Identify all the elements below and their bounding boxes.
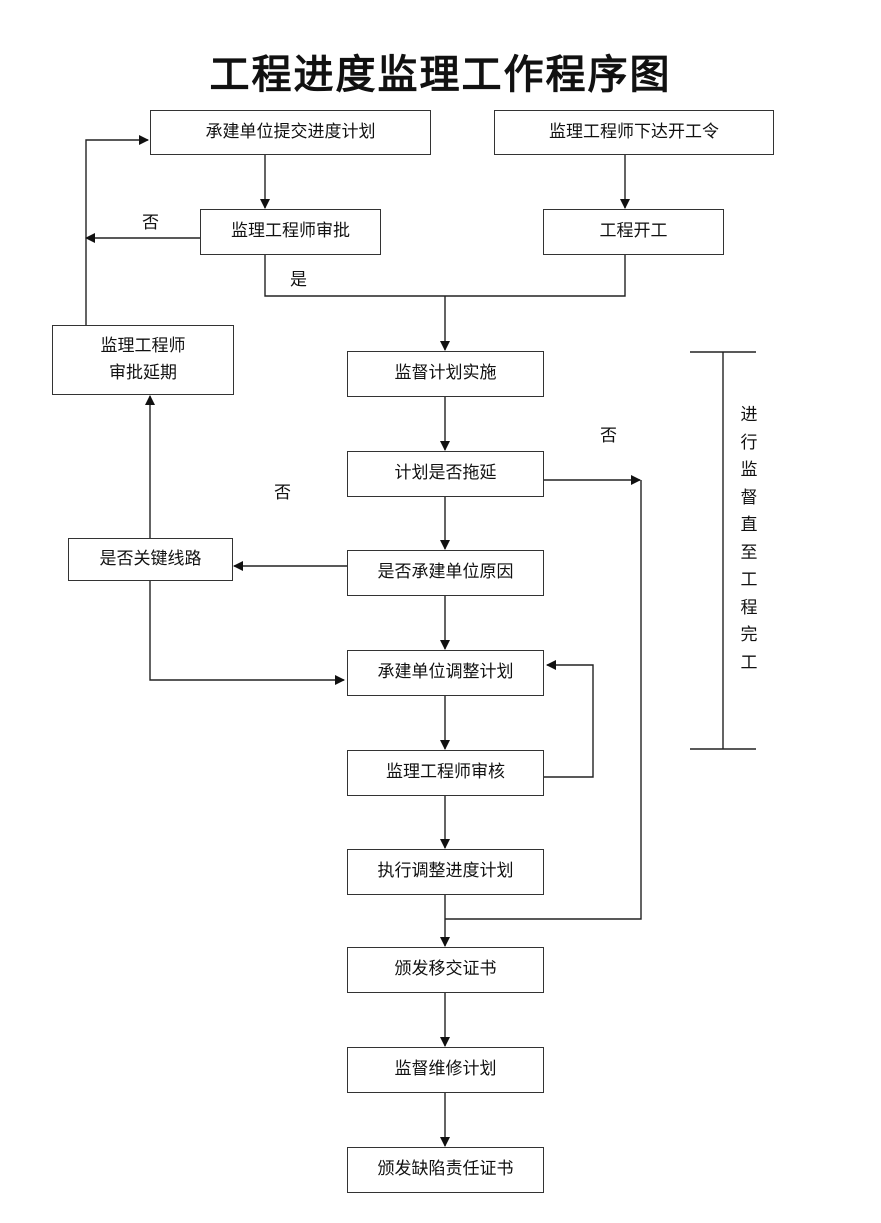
side-note-char: 工	[740, 652, 758, 673]
side-note-char: 督	[740, 487, 758, 508]
node-execute-adjusted: 执行调整进度计划	[347, 849, 544, 895]
line-right-return	[445, 480, 642, 920]
side-note-char: 工	[740, 570, 758, 590]
node-issue-defect-cert: 颁发缺陷责任证书	[347, 1147, 544, 1193]
node-contractor-adjust: 承建单位调整计划	[347, 650, 544, 696]
side-note-char: 行	[740, 432, 758, 453]
node-plan-delayed: 计划是否拖延	[347, 451, 544, 497]
node-supervise-maintenance: 监督维修计划	[347, 1047, 544, 1093]
arrow-extension-to-submit	[85, 135, 149, 325]
side-note-char: 进	[740, 405, 758, 425]
side-note-char: 监	[740, 460, 758, 480]
label-approve-no: 否	[142, 213, 159, 233]
label-cause-no: 否	[274, 483, 291, 503]
node-supervise-plan: 监督计划实施	[347, 351, 544, 397]
node-engineer-approve: 监理工程师审批	[200, 209, 381, 255]
node-approve-extension: 监理工程师 审批延期	[52, 325, 234, 395]
side-note-char: 程	[740, 597, 758, 618]
side-note-vertical: 进 行 监 督 直 至 工 程 完 工	[738, 402, 760, 677]
page-title: 工程进度监理工作程序图	[209, 52, 672, 98]
node-approve-extension-line1: 监理工程师	[100, 335, 186, 356]
node-contractor-cause: 是否承建单位原因	[347, 550, 544, 596]
node-issue-handover: 颁发移交证书	[347, 947, 544, 993]
side-note-char: 直	[740, 515, 758, 535]
node-project-start: 工程开工	[543, 209, 724, 255]
label-approve-yes: 是	[290, 270, 307, 290]
line-approve-yes	[264, 255, 626, 297]
node-approve-extension-line2: 审批延期	[109, 363, 177, 383]
arrow-review-loop	[544, 660, 594, 778]
side-note-char: 完	[740, 625, 758, 645]
side-note-char: 至	[740, 542, 758, 563]
arrow-critical-to-adjust	[149, 580, 345, 685]
node-issue-start-order: 监理工程师下达开工令	[494, 110, 774, 155]
node-engineer-review: 监理工程师审核	[347, 750, 544, 796]
node-is-critical-path: 是否关键线路	[68, 538, 233, 581]
label-delayed-no: 否	[600, 426, 617, 446]
node-submit-plan: 承建单位提交进度计划	[150, 110, 431, 155]
